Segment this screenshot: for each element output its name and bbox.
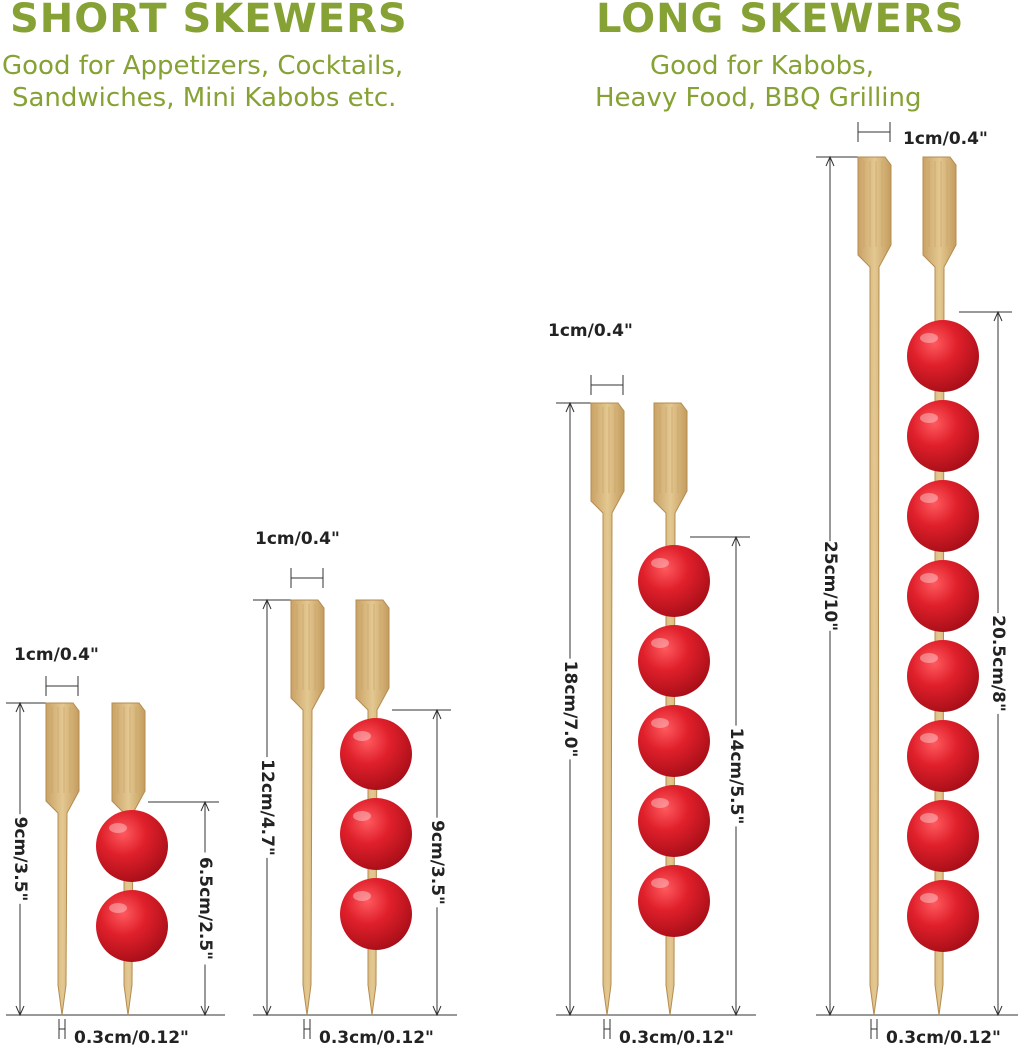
length-dimension-label: 18cm/7.0": [560, 661, 580, 758]
tomato-shine: [651, 878, 669, 888]
short-skewers-heading: SHORT SKEWERS: [10, 0, 408, 42]
tomato: [638, 625, 710, 697]
skewer-set-1: 9cm/3.5" 6.5cm/2.5" 1cm/0.4" 0.3cm/0.12": [6, 645, 225, 1048]
tomato: [638, 545, 710, 617]
length-dimension-label-bg: [9, 814, 31, 904]
length-dimension-label-bg: [819, 541, 841, 631]
width-label: 1cm/0.4": [14, 645, 99, 665]
tomato-shine: [353, 811, 371, 821]
food-dimension-label: 9cm/3.5": [427, 820, 447, 905]
long-skewers-use-line-1: Good for Kabobs,: [650, 51, 874, 81]
plain-skewer: [590, 402, 625, 1016]
food-dimension-arrow-top: [993, 310, 1003, 322]
food-dimension-arrow-top: [200, 800, 210, 812]
tomato: [907, 800, 979, 872]
plain-skewer: [857, 156, 892, 1016]
tomato-shine: [920, 893, 938, 903]
tomato: [907, 560, 979, 632]
food-dimension-arrow-bottom: [993, 1005, 1003, 1017]
food-dimension-label-bg: [194, 852, 216, 965]
thickness-label: 0.3cm/0.12": [74, 1028, 189, 1048]
long-skewers-heading: LONG SKEWERS: [596, 0, 965, 42]
tomato-shine: [920, 333, 938, 343]
length-dimension-label: 25cm/10": [820, 541, 840, 631]
thickness-label: 0.3cm/0.12": [319, 1028, 434, 1048]
tomato-shine: [920, 573, 938, 583]
length-dimension-label-bg: [256, 757, 278, 858]
tomato: [340, 878, 412, 950]
food-dimension-label-bg: [987, 613, 1009, 714]
tomato: [907, 320, 979, 392]
thickness-label: 0.3cm/0.12": [619, 1028, 734, 1048]
food-dimension-arrow-top: [432, 708, 442, 720]
short-skewers-use-line-2: Sandwiches, Mini Kabobs etc.: [12, 83, 397, 113]
food-dimension-arrow-bottom: [200, 1005, 210, 1017]
food-dimension-label-bg: [725, 725, 747, 827]
skewer-set-4: 25cm/10" 20.5cm/8" 1cm/0.4" 0.3cm/0.12": [816, 122, 1018, 1048]
tomato: [638, 865, 710, 937]
width-label: 1cm/0.4": [255, 529, 340, 549]
tomato: [907, 880, 979, 952]
food-dimension-arrow-top: [731, 535, 741, 547]
food-dimension-label: 6.5cm/2.5": [195, 857, 215, 960]
thickness-label: 0.3cm/0.12": [886, 1028, 1001, 1048]
tomato-shine: [920, 413, 938, 423]
length-dimension-arrow-bottom: [565, 1005, 575, 1017]
length-dimension-label: 12cm/4.7": [257, 759, 277, 856]
tomato: [907, 720, 979, 792]
length-dimension-arrow-top: [825, 155, 835, 167]
tomato-shine: [651, 558, 669, 568]
tomato-shine: [920, 493, 938, 503]
tomato: [907, 640, 979, 712]
width-label: 1cm/0.4": [548, 321, 633, 341]
length-dimension-arrow-top: [565, 401, 575, 413]
length-dimension-arrow-top: [15, 701, 25, 713]
tomato-shine: [651, 798, 669, 808]
length-dimension-arrow-bottom: [15, 1005, 25, 1017]
tomato-shine: [651, 718, 669, 728]
tomato: [638, 705, 710, 777]
tomato: [340, 718, 412, 790]
tomato-shine: [353, 891, 371, 901]
tomato: [907, 480, 979, 552]
length-dimension-arrow-bottom: [262, 1005, 272, 1017]
tomato: [96, 890, 168, 962]
length-dimension-label-bg: [559, 658, 581, 760]
tomato-shine: [353, 731, 371, 741]
tomato: [96, 810, 168, 882]
length-dimension-arrow-top: [262, 598, 272, 610]
length-dimension-arrow-bottom: [825, 1005, 835, 1017]
tomato-shine: [109, 903, 127, 913]
tomato-shine: [920, 813, 938, 823]
skewer-set-2: 12cm/4.7" 9cm/3.5" 1cm/0.4" 0.3cm/0.12": [253, 529, 457, 1048]
width-label: 1cm/0.4": [903, 129, 988, 149]
food-dimension-arrow-bottom: [432, 1005, 442, 1017]
food-dimension-label: 20.5cm/8": [988, 615, 1008, 712]
food-dimension-arrow-bottom: [731, 1005, 741, 1017]
plain-skewer: [290, 599, 325, 1016]
tomato: [638, 785, 710, 857]
tomato-shine: [920, 733, 938, 743]
food-dimension-label-bg: [426, 817, 448, 908]
tomato-shine: [109, 823, 127, 833]
length-dimension-label: 9cm/3.5": [10, 817, 30, 902]
short-skewers-use-line-1: Good for Appetizers, Cocktails,: [2, 51, 404, 81]
tomato-shine: [920, 653, 938, 663]
tomato: [340, 798, 412, 870]
food-dimension-label: 14cm/5.5": [726, 728, 746, 825]
tomato-shine: [651, 638, 669, 648]
skewer-set-3: 18cm/7.0" 14cm/5.5" 1cm/0.4" 0.3cm/0.12": [548, 321, 756, 1048]
long-skewers-use-line-2: Heavy Food, BBQ Grilling: [595, 83, 922, 113]
plain-skewer: [45, 702, 80, 1016]
tomato: [907, 400, 979, 472]
